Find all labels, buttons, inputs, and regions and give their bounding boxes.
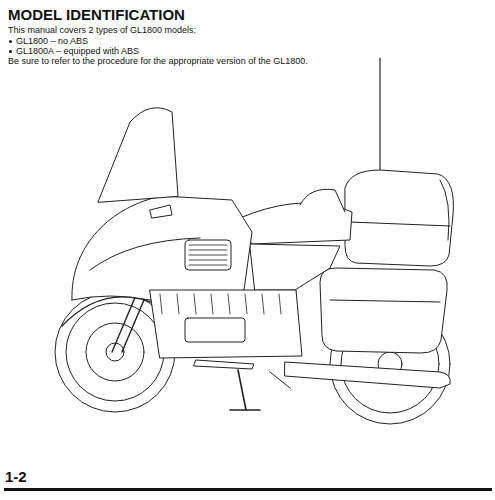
grille-slat xyxy=(189,265,227,266)
backrest xyxy=(300,189,345,212)
grille-slat xyxy=(189,260,227,261)
model-item: GL1800A – equipped with ABS xyxy=(16,46,139,56)
mirror xyxy=(150,205,172,218)
page-number: 1-2 xyxy=(5,468,27,485)
vent-grille xyxy=(185,240,231,270)
grille-slat xyxy=(189,255,227,256)
trunk-trim xyxy=(350,222,450,226)
fairing xyxy=(72,196,252,300)
grille-slat xyxy=(189,250,227,251)
windshield xyxy=(98,108,178,202)
fairing-line xyxy=(90,238,200,270)
taillight xyxy=(440,180,449,240)
footboard xyxy=(194,360,254,369)
engine-fin xyxy=(160,294,162,314)
center-stand xyxy=(230,409,260,411)
bullet-dot xyxy=(9,40,12,43)
engine-fin xyxy=(279,294,281,314)
engine-fin xyxy=(211,294,213,314)
engine xyxy=(150,290,302,358)
engine-fin xyxy=(245,294,247,314)
note-text: Be sure to refer to the procedure for th… xyxy=(8,56,308,66)
engine-fin xyxy=(194,294,196,314)
grille-slat xyxy=(189,245,227,246)
model-item: GL1800 – no ABS xyxy=(16,36,88,46)
side-stand xyxy=(270,372,290,388)
engine-fin xyxy=(177,294,179,314)
saddlebag-trim xyxy=(330,300,440,302)
engine-fin xyxy=(262,294,264,314)
exhaust-muffler xyxy=(285,362,450,388)
vent-grille xyxy=(189,245,227,265)
page-rule xyxy=(4,488,492,491)
saddlebag xyxy=(320,268,447,353)
cylinder-head-cover xyxy=(185,318,245,342)
center-stand xyxy=(238,370,246,410)
side-cover xyxy=(250,244,340,290)
engine-fins xyxy=(160,294,281,314)
intro-text: This manual covers 2 types of GL1800 mod… xyxy=(8,25,196,35)
antenna xyxy=(379,58,380,174)
engine-fin xyxy=(228,294,230,314)
bullet-dot xyxy=(9,50,12,53)
trunk xyxy=(345,170,453,266)
section-title: MODEL IDENTIFICATION xyxy=(8,6,185,23)
